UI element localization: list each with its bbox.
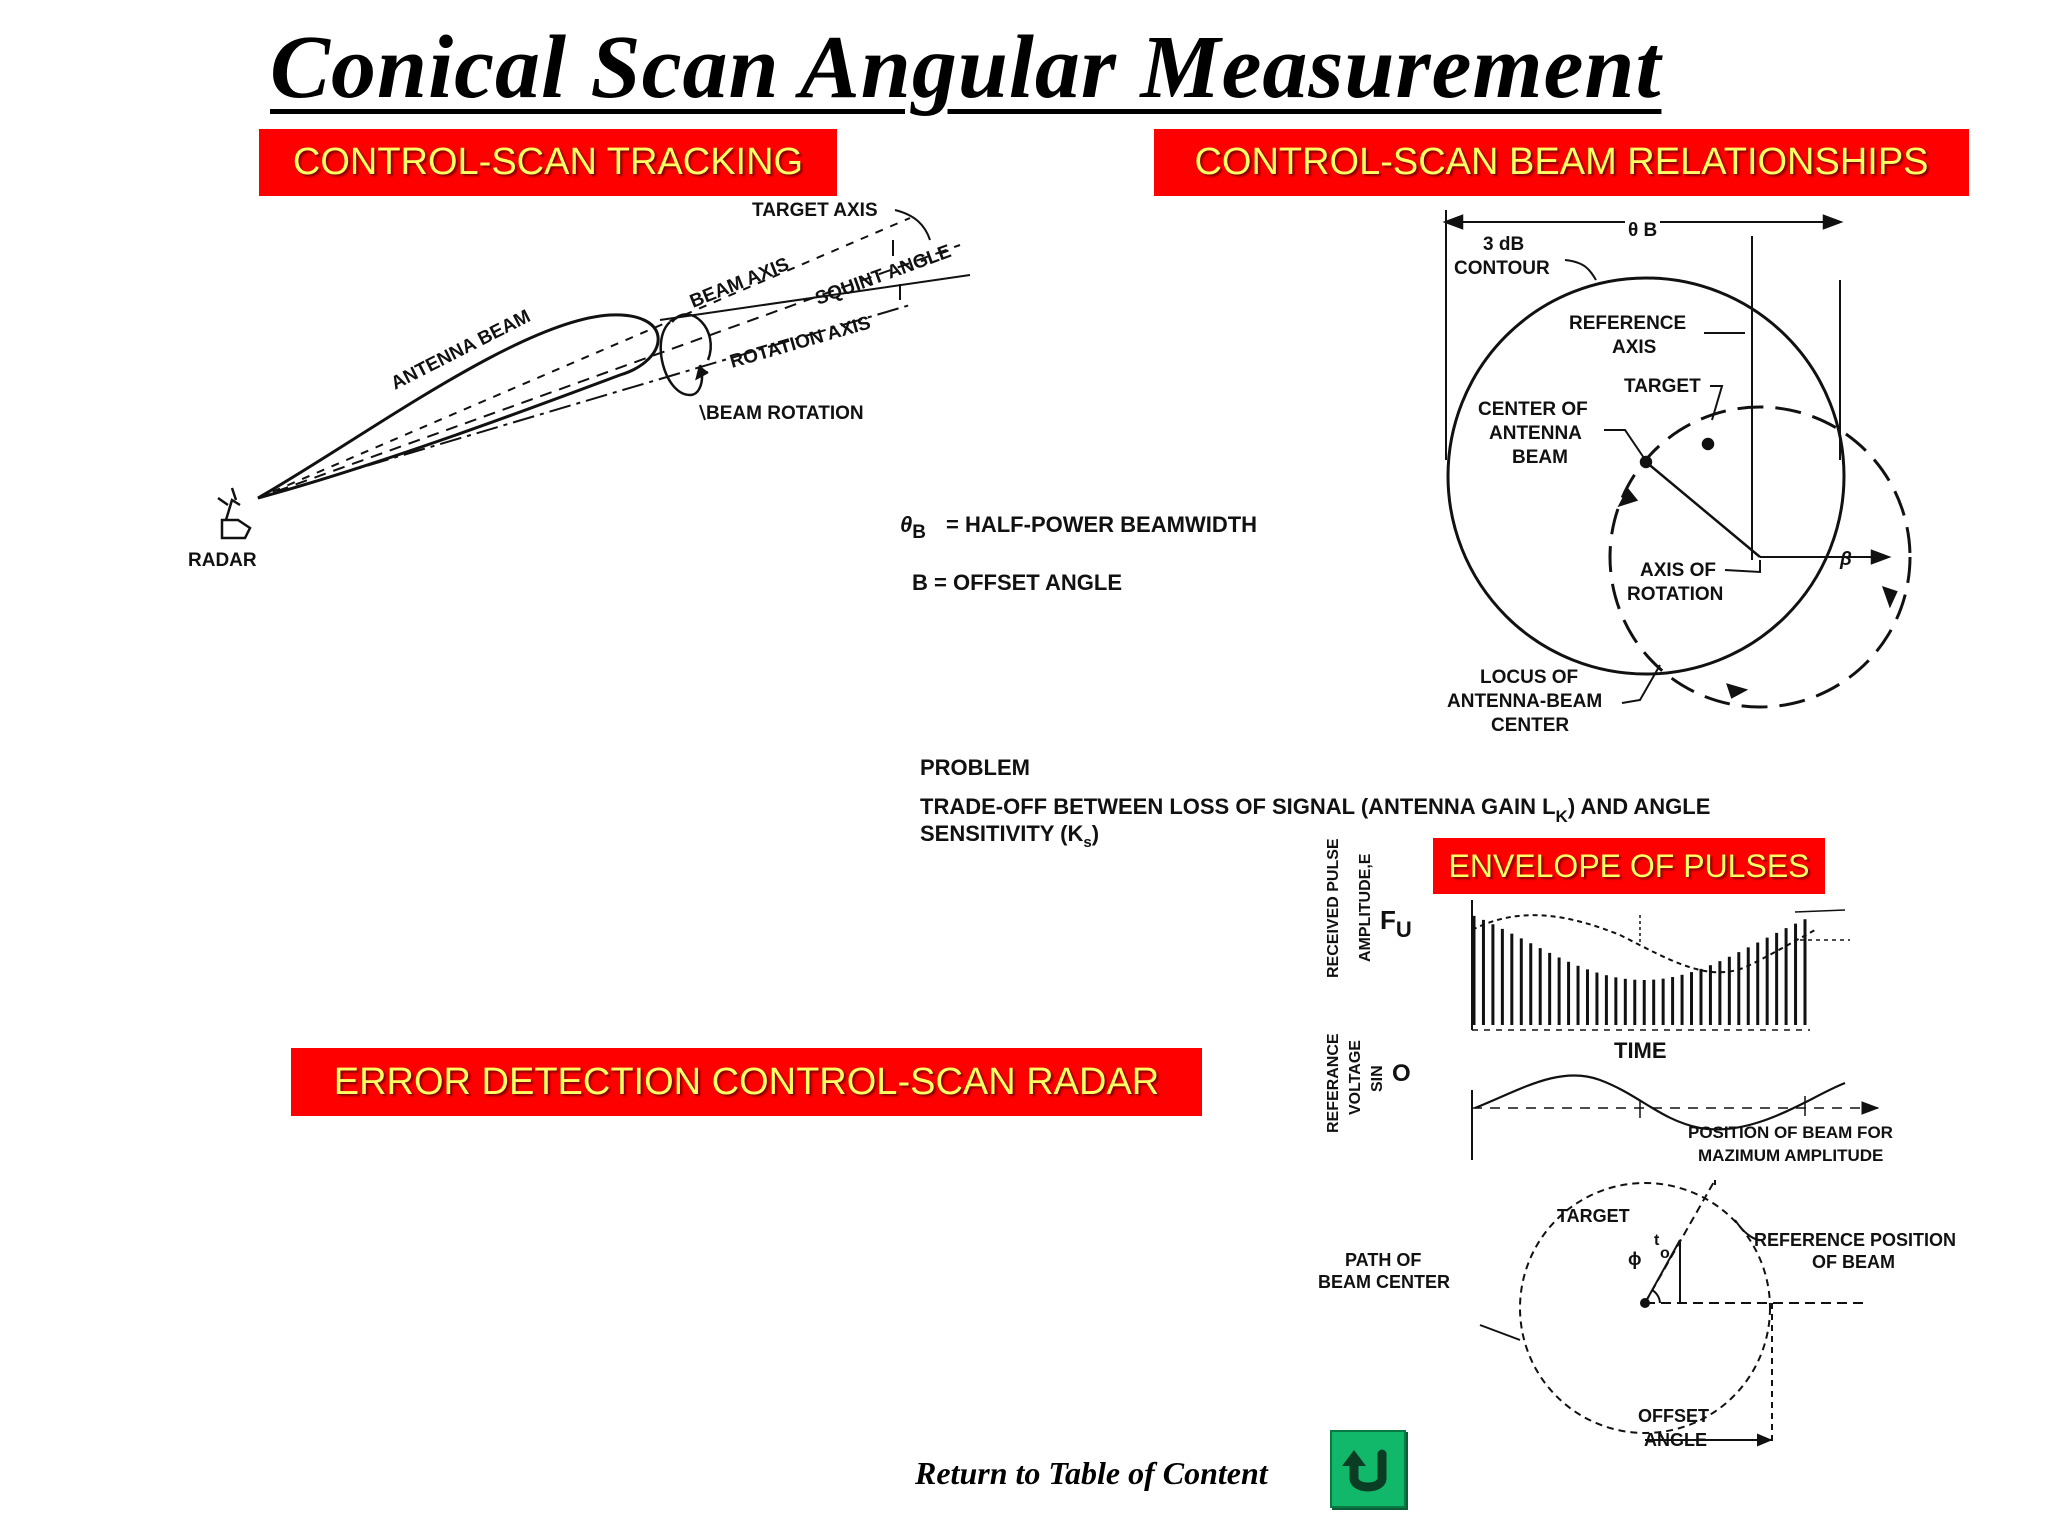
antenna-beam-label: ANTENNA BEAM — [388, 306, 534, 394]
theta-b-label: θ B — [1628, 220, 1657, 241]
error-detection-diagram — [1479, 1179, 1865, 1447]
tracking-diagram — [217, 209, 971, 540]
contour-label-2: CONTOUR — [1454, 258, 1550, 279]
phi-label: ϕ — [1628, 1249, 1642, 1269]
box-envelope-of-pulses: ENVELOPE OF PULSES — [1433, 838, 1825, 894]
u-turn-arrow-icon — [1342, 1449, 1387, 1492]
error-target-label: TARGET — [1557, 1206, 1630, 1226]
center-beam-label-2: ANTENNA — [1489, 423, 1582, 444]
o-label: o — [1660, 1245, 1670, 1262]
time-label: TIME — [1614, 1038, 1667, 1063]
envelope-diagram — [1471, 900, 1880, 1160]
slide-title: Conical Scan Angular Measurement — [270, 18, 1662, 117]
pulse-train — [1472, 915, 1807, 1025]
target-axis-label: TARGET AXIS — [752, 200, 878, 221]
box-envelope-label: ENVELOPE OF PULSES — [1448, 847, 1810, 884]
t-label: t — [1654, 1232, 1660, 1249]
radar-label: RADAR — [188, 550, 257, 571]
box-error-detection: ERROR DETECTION CONTROL-SCAN RADAR — [291, 1048, 1202, 1116]
3db-contour-circle — [1446, 276, 1846, 676]
box-beam-relationships: CONTROL-SCAN BEAM RELATIONSHIPS — [1154, 129, 1969, 196]
reference-voltage-label-3: SIN — [1369, 1065, 1386, 1092]
antenna-beam-lobe — [257, 313, 660, 500]
beam-center-path-circle — [1519, 1182, 1771, 1434]
problem-line-2: SENSITIVITY (Ks) — [920, 821, 1099, 851]
locus-circle — [1608, 405, 1912, 709]
problem-line-1: TRADE-OFF BETWEEN LOSS OF SIGNAL (ANTENN… — [920, 794, 1710, 826]
return-button[interactable] — [1330, 1430, 1406, 1508]
beam-rotation-label: BEAM ROTATION — [706, 403, 864, 424]
locus-label-2: ANTENNA-BEAM — [1447, 691, 1602, 712]
offset-angle-label-2: ANGLE — [1644, 1430, 1707, 1450]
center-beam-label-1: CENTER OF — [1478, 399, 1588, 420]
axis-rotation-label-1: AXIS OF — [1640, 560, 1716, 581]
reference-axis-label-1: REFERENCE — [1569, 313, 1686, 334]
reference-voltage-label-1: REFERANCE — [1325, 1033, 1342, 1133]
ref-position-label-2: OF BEAM — [1812, 1252, 1895, 1272]
legend-offset-angle: B = OFFSET ANGLE — [912, 570, 1122, 595]
locus-label-1: LOCUS OF — [1480, 667, 1578, 688]
fu-label: FU — [1380, 905, 1412, 942]
problem-heading: PROBLEM — [920, 755, 1030, 780]
center-beam-label-3: BEAM — [1512, 447, 1568, 468]
position-beam-label-2: MAZIMUM AMPLITUDE — [1698, 1146, 1883, 1165]
axis-rotation-label-2: ROTATION — [1627, 584, 1723, 605]
box-control-scan-tracking-label: CONTROL-SCAN TRACKING — [292, 141, 804, 183]
box-control-scan-tracking: CONTROL-SCAN TRACKING — [259, 129, 837, 196]
path-beam-label-2: BEAM CENTER — [1318, 1272, 1450, 1292]
path-beam-label-1: PATH OF — [1345, 1250, 1421, 1270]
locus-label-3: CENTER — [1491, 715, 1569, 736]
box-beam-relationships-label: CONTROL-SCAN BEAM RELATIONSHIPS — [1194, 141, 1929, 183]
box-error-detection-label: ERROR DETECTION CONTROL-SCAN RADAR — [333, 1060, 1160, 1103]
legend-theta-b: θB — [900, 512, 926, 543]
offset-angle-label-1: OFFSET — [1638, 1406, 1709, 1426]
target-label: TARGET — [1624, 376, 1701, 397]
beta-label: β — [1839, 549, 1852, 570]
position-beam-label-1: POSITION OF BEAM FOR — [1688, 1123, 1893, 1142]
beam-relationship-diagram — [1442, 210, 1912, 709]
zero-label: O — [1392, 1060, 1411, 1087]
received-pulse-label-2: AMPLITUDE,E — [1357, 853, 1374, 962]
ref-position-label-1: REFERENCE POSITION — [1754, 1230, 1956, 1250]
contour-label-1: 3 dB — [1483, 234, 1524, 255]
received-pulse-label-1: RECEIVED PULSE — [1325, 838, 1342, 978]
legend-half-power: = HALF-POWER BEAMWIDTH — [946, 512, 1257, 537]
reference-voltage-label-2: VOLTAGE — [1347, 1040, 1364, 1115]
return-to-toc-link[interactable]: Return to Table of Content — [915, 1455, 1268, 1491]
reference-axis-label-2: AXIS — [1612, 337, 1656, 358]
